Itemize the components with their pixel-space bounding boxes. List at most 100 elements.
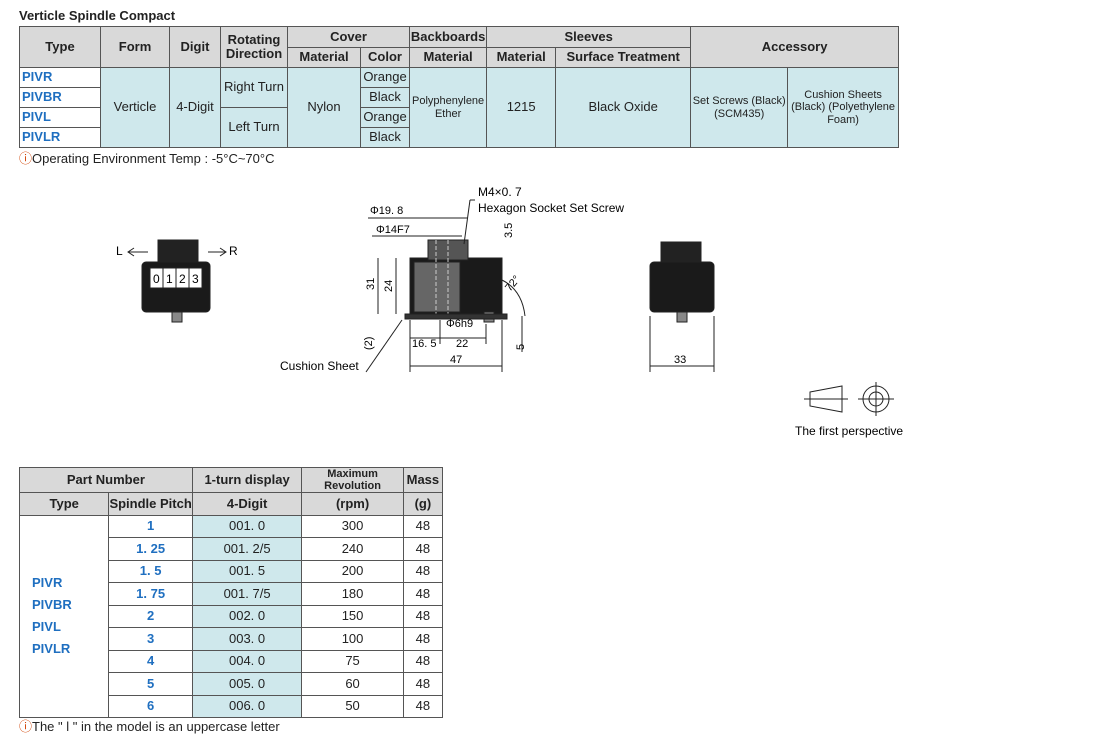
mass-cell: 48 [402,514,444,539]
right-arrow-icon [208,247,227,257]
projection-symbol-icon [804,382,894,416]
backboard-material-cell: Polyphenylene Ether [408,67,488,148]
header-digit: Digit [169,26,221,68]
mass-cell: 48 [402,537,444,561]
mass-cell: 48 [402,559,444,584]
color-cell: Orange [360,67,410,88]
sleeve-material-cell: 1215 [486,67,557,148]
display-cell: 003. 0 [191,627,303,651]
pitch-cell: 4 [108,649,193,674]
pitch-cell: 1. 25 [108,537,193,561]
side-view [365,199,526,373]
display-cell: 001. 2/5 [191,537,303,561]
display-cell: 004. 0 [191,649,303,674]
counter-digit: 1 [166,272,173,286]
color-cell: Orange [360,107,410,128]
display-cell: 001. 7/5 [191,582,303,606]
left-arrow-icon [127,247,148,257]
dim-5: 5 [515,344,527,350]
rpm-cell: 150 [301,604,404,629]
part-type: PIVR [32,575,63,591]
header-form: Form [100,26,170,68]
pitch-cell: 5 [108,672,193,696]
dim-phi6: Φ6h9 [446,318,473,330]
page-title: Verticle Spindle Compact [19,8,176,23]
mass-cell: 48 [402,582,444,606]
header-type: Type [18,492,110,516]
rpm-cell: 300 [301,514,404,539]
display-cell: 002. 0 [191,604,303,629]
rpm-cell: 100 [301,627,404,651]
header-mass: Mass [402,466,444,494]
header-cover-material: Material [287,47,361,68]
direction-cell: Left Turn [220,107,288,148]
accessory-set-screws: Set Screws (Black) (SCM435) [690,67,789,148]
dim-72-deg: 72° [503,273,523,293]
digit-cell: 4-Digit [169,67,221,148]
letter-note-text: The " l " in the model is an uppercase l… [32,719,280,734]
info-icon: ⓘ [19,151,33,166]
dim-22: 22 [456,338,468,350]
header-part-number: Part Number [19,466,193,494]
header-backboards: Backboards [408,26,488,48]
cushion-sheet-label: Cushion Sheet [280,359,359,373]
pitch-cell: 1. 5 [108,559,193,584]
temp-note: ⓘOperating Environment Temp : -5°C~70°C [19,148,274,167]
header-sleeves: Sleeves [486,26,692,48]
pitch-cell: 3 [108,627,193,651]
rpm-cell: 60 [301,672,404,696]
rpm-cell: 50 [301,694,404,719]
mass-cell: 48 [402,627,444,651]
mass-cell: 48 [402,694,444,719]
mass-cell: 48 [402,672,444,696]
pitch-cell: 1 [108,514,193,539]
rpm-cell: 180 [301,582,404,606]
header-cover: Cover [287,26,410,48]
rpm-cell: 200 [301,559,404,584]
color-cell: Black [360,127,410,148]
letter-note: ⓘThe " l " in the model is an uppercase … [19,716,280,735]
pitch-cell: 6 [108,694,193,719]
back-view [649,241,715,372]
part-type: PIVBR [32,597,72,613]
header-spindle-pitch: Spindle Pitch [108,492,193,516]
temp-note-text: Operating Environment Temp : -5°C~70°C [32,151,275,166]
spec-table: Type Form Digit Rotating Direction Cover… [19,26,899,148]
surface-treatment-cell: Black Oxide [555,67,692,148]
type-cell: PIVBR [19,87,101,108]
label-r: R [229,244,238,258]
display-cell: 006. 0 [191,694,303,719]
type-cell: PIVLR [19,127,101,148]
dim-47: 47 [450,354,462,366]
mass-cell: 48 [402,649,444,674]
header-display: 1-turn display [191,466,303,494]
dim-phi19-8: Φ19. 8 [370,205,403,217]
header-rotating-direction: Rotating Direction [220,26,288,68]
header-4-digit: 4-Digit [191,492,303,516]
label-l: L [116,244,123,258]
header-type: Type [19,26,101,68]
display-cell: 005. 0 [191,672,303,696]
dim-phi14: Φ14F7 [376,224,410,236]
parts-table: Part Number 1-turn display Maximum Revol… [18,466,444,719]
display-cell: 001. 0 [191,514,303,539]
counter-digit: 0 [153,272,160,286]
part-type: PIVL [32,619,61,635]
counter-digit: 3 [192,272,199,286]
part-type: PIVLR [32,641,71,657]
dim-3-5: 3.5 [503,223,515,238]
dim-24: 24 [383,280,395,292]
info-icon: ⓘ [19,719,33,734]
header-accessory: Accessory [690,26,899,68]
header-cover-color: Color [360,47,410,68]
display-cell: 001. 5 [191,559,303,584]
dim-33: 33 [674,354,686,366]
header-surface-treatment: Surface Treatment [555,47,692,68]
pitch-cell: 1. 75 [108,582,193,606]
part-types-cell: PIVR PIVBR PIVL PIVLR [18,514,110,719]
screw-label: Hexagon Socket Set Screw [478,201,624,215]
dim-16-5: 16. 5 [412,338,436,350]
header-sleeve-material: Material [486,47,557,68]
front-view [127,239,227,323]
rpm-cell: 240 [301,537,404,561]
